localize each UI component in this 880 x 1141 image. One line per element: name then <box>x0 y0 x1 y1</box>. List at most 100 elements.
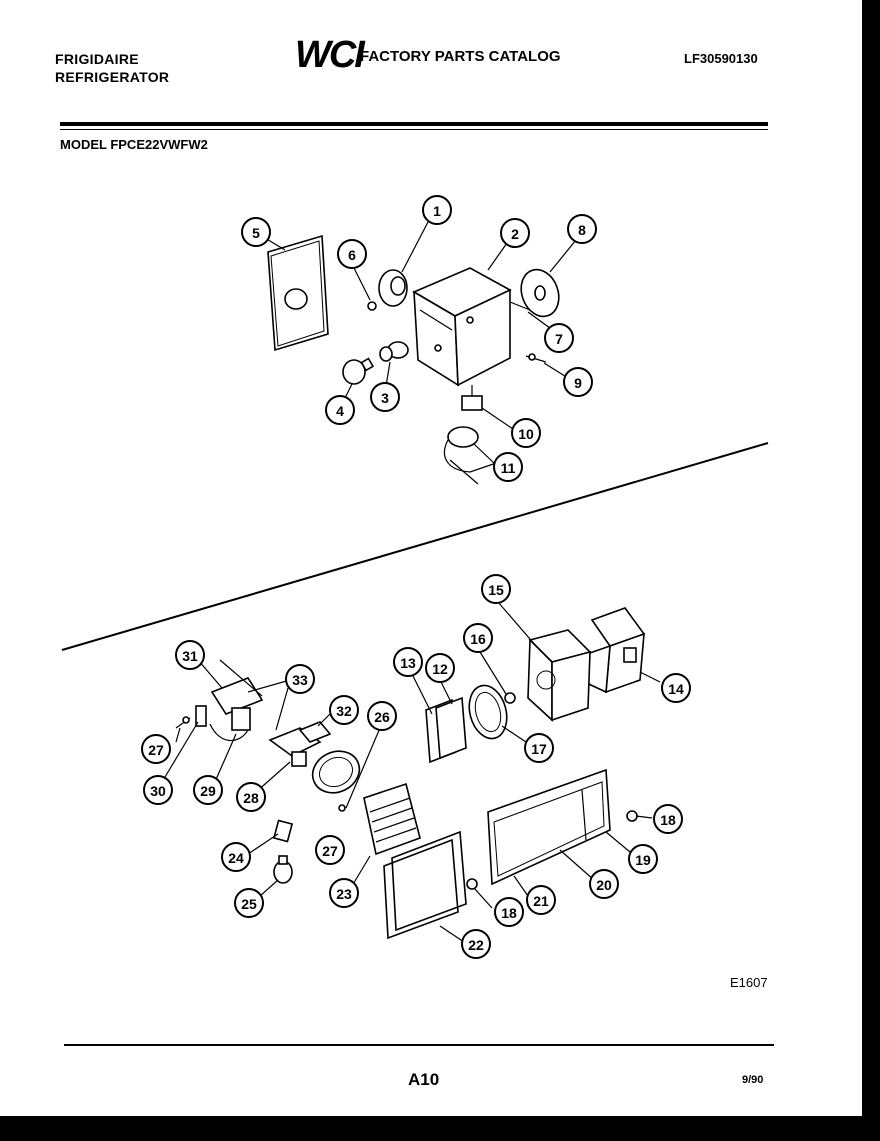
part-callout-23: 23 <box>329 878 359 908</box>
part-callout-12: 12 <box>425 653 455 683</box>
connector <box>461 385 483 411</box>
callout-bubble <box>628 844 658 874</box>
callout-number: 10 <box>518 426 534 442</box>
callout-number: 12 <box>432 661 448 677</box>
part-callout-20: 20 <box>589 869 619 899</box>
callout-bubble <box>589 869 619 899</box>
screw <box>367 301 377 311</box>
leader-lines-lower <box>161 601 661 943</box>
brand-name: FRIGIDAIRE <box>55 51 139 67</box>
callout-bubble <box>285 664 315 694</box>
callout-bubble <box>425 653 455 683</box>
callout-bubble <box>193 775 223 805</box>
catalog-title: FACTORY PARTS CATALOG <box>360 48 561 65</box>
callout-number: 31 <box>182 648 198 664</box>
callout-bubble <box>141 734 171 764</box>
wire-harness <box>443 426 506 485</box>
callout-number: 23 <box>336 886 352 902</box>
callout-number: 27 <box>148 742 164 758</box>
callout-bubble <box>422 195 452 225</box>
part-callout-14: 14 <box>661 673 691 703</box>
parts-catalog-page: FRIGIDAIRE REFRIGERATOR WCI FACTORY PART… <box>0 0 862 1116</box>
callout-number: 16 <box>470 631 486 647</box>
part-callout-1: 1 <box>422 195 452 225</box>
callout-number: 2 <box>511 226 519 242</box>
part-callout-22: 22 <box>461 929 491 959</box>
callout-bubble <box>563 367 593 397</box>
catalog-number: LF30590130 <box>684 51 758 66</box>
part-callout-2: 2 <box>500 218 530 248</box>
callout-number: 9 <box>574 375 582 391</box>
callout-number: 19 <box>635 852 651 868</box>
callout-bubble <box>329 878 359 908</box>
callout-bubble <box>661 673 691 703</box>
fan-shroud-bracket <box>298 721 332 743</box>
clip <box>195 705 207 727</box>
part-callout-15: 15 <box>481 574 511 604</box>
part-callout-5: 5 <box>241 217 271 247</box>
part-callout-33: 33 <box>285 664 315 694</box>
damper-switch <box>209 707 251 742</box>
callout-number: 20 <box>596 877 612 893</box>
callout-number: 27 <box>322 843 338 859</box>
callout-bubble <box>325 395 355 425</box>
header-rule-thin <box>60 129 768 130</box>
callout-bubble <box>234 888 264 918</box>
fan-shroud-ring <box>311 750 361 794</box>
callout-number: 30 <box>150 783 166 799</box>
callout-number: 33 <box>292 672 308 688</box>
callout-number: 8 <box>578 222 586 238</box>
part-callout-30: 30 <box>143 775 173 805</box>
callout-bubble <box>175 640 205 670</box>
callout-number: 7 <box>555 331 563 347</box>
fan-housing <box>527 629 592 722</box>
model-number: MODEL FPCE22VWFW2 <box>60 137 208 152</box>
fan-blade <box>468 684 508 740</box>
callout-bubble <box>241 217 271 247</box>
callout-number: 13 <box>400 655 416 671</box>
part-callout-11: 11 <box>493 452 523 482</box>
front-panel-large <box>487 768 611 886</box>
drawing-id: E1607 <box>730 975 768 990</box>
part-callout-7: 7 <box>544 323 574 353</box>
callout-number: 17 <box>531 741 547 757</box>
fan-blade-nut <box>504 692 516 704</box>
mounting-bracket <box>210 659 264 715</box>
screw <box>338 804 346 812</box>
callout-bubble <box>143 775 173 805</box>
callout-bubble <box>511 418 541 448</box>
part-callout-26: 26 <box>367 701 397 731</box>
callout-bubble <box>653 804 683 834</box>
part-callout-9: 9 <box>563 367 593 397</box>
callout-number: 15 <box>488 582 504 598</box>
callout-bubble <box>526 885 556 915</box>
part-callout-10: 10 <box>511 418 541 448</box>
callout-bubble <box>493 452 523 482</box>
part-callout-6: 6 <box>337 239 367 269</box>
air-grille <box>363 782 421 856</box>
callout-bubble <box>393 647 423 677</box>
light-shield-panel <box>267 234 329 352</box>
callout-bubble <box>481 574 511 604</box>
callout-number: 6 <box>348 247 356 263</box>
part-callout-3: 3 <box>370 382 400 412</box>
callout-number: 22 <box>468 937 484 953</box>
light-bulb <box>342 357 375 385</box>
part-callout-13: 13 <box>393 647 423 677</box>
part-callout-17: 17 <box>524 733 554 763</box>
part-callout-24: 24 <box>221 842 251 872</box>
callout-number: 32 <box>336 703 352 719</box>
callout-number: 18 <box>501 905 517 921</box>
part-callout-18: 18 <box>494 897 524 927</box>
part-callout-16: 16 <box>463 623 493 653</box>
part-callout-25: 25 <box>234 888 264 918</box>
screw <box>525 353 547 363</box>
screw <box>466 878 478 890</box>
screw <box>626 810 638 822</box>
callout-number: 14 <box>668 681 684 697</box>
part-callout-19: 19 <box>628 844 658 874</box>
callout-number: 18 <box>660 812 676 828</box>
callout-bubble <box>329 695 359 725</box>
callout-number: 3 <box>381 390 389 406</box>
callout-bubble <box>524 733 554 763</box>
